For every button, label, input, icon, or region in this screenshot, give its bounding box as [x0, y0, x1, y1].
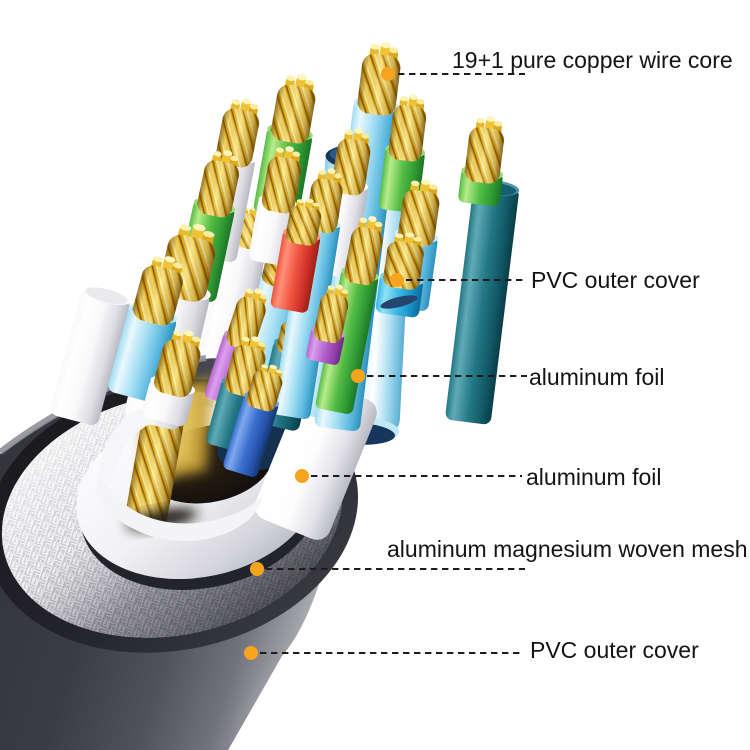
svg-text:19+1 pure copper wire core: 19+1 pure copper wire core	[452, 47, 733, 73]
svg-text:aluminum foil: aluminum foil	[529, 364, 665, 390]
svg-text:aluminum foil: aluminum foil	[526, 464, 662, 490]
svg-text:aluminum magnesium woven mesh: aluminum magnesium woven mesh	[387, 536, 748, 562]
svg-text:PVC outer cover: PVC outer cover	[530, 637, 699, 663]
svg-text:PVC outer cover: PVC outer cover	[531, 267, 700, 293]
